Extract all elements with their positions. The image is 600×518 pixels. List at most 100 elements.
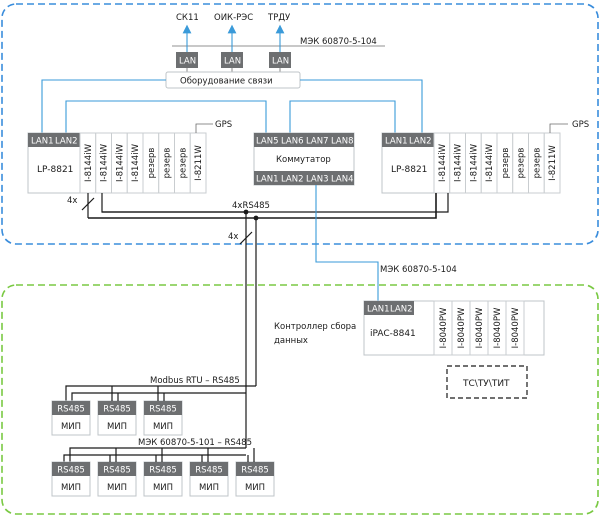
trdu-label: ТРДУ xyxy=(267,13,291,23)
mip-port-header xyxy=(98,401,136,415)
mip-port-header xyxy=(144,462,182,476)
rs485-bus-label: 4xRS485 xyxy=(232,201,270,211)
plc-left-lan1: LAN1 xyxy=(31,137,54,147)
ipac-modules: I-8040PW I-8040PW I-8040PW I-8040PW I-8040PW xyxy=(433,300,525,356)
protocol-mid-label: МЭК 60870-5-104 xyxy=(380,265,457,275)
module-label: I-8040PW xyxy=(493,307,503,348)
plc-right-gps: GPS xyxy=(572,120,589,130)
module-label: I-8040PW xyxy=(457,307,467,348)
link-left-plc-to-switch xyxy=(65,100,267,133)
mip-name-label: МИП xyxy=(153,422,173,432)
switch: LAN5 LAN6 LAN7 LAN8 Коммутатор LAN1 LAN2… xyxy=(253,132,355,186)
iec101-wire-b xyxy=(63,454,246,462)
iec101-wire-a xyxy=(69,447,246,462)
module-label: I-8144iW xyxy=(115,143,125,182)
module-label: резерв xyxy=(501,148,511,179)
lan-port-trdu: ТРДУ LAN xyxy=(267,13,291,68)
switch-port-lan4: LAN4 xyxy=(331,175,354,185)
plc-right-lan-header xyxy=(382,133,434,147)
module-label: I-8040PW xyxy=(511,307,521,348)
module-label: I-8040PW xyxy=(475,307,485,348)
link-switch-to-ipac xyxy=(315,185,379,301)
mip-name-label: МИП xyxy=(199,483,219,493)
switch-port-lan7: LAN7 xyxy=(306,137,329,147)
rs485-slash-down xyxy=(239,231,253,245)
switch-port-lan6: LAN6 xyxy=(281,137,304,147)
modbus-wire-b xyxy=(65,385,256,401)
oik-label: ОИК-РЭС xyxy=(214,13,253,23)
plc-left-gps: GPS xyxy=(215,120,232,130)
rs485-4x-left: 4x xyxy=(67,196,77,206)
mip-port-header xyxy=(190,462,228,476)
plc-left-lan-header xyxy=(28,133,80,147)
switch-port-lan2: LAN2 xyxy=(281,175,304,185)
rs485-bus-top xyxy=(102,193,449,213)
lan-label: LAN xyxy=(272,57,289,67)
mip-port-header xyxy=(52,462,90,476)
ipac-lan2: LAN2 xyxy=(390,305,413,315)
module-label: резерв xyxy=(532,148,542,179)
switch-port-lan5: LAN5 xyxy=(256,137,279,147)
module-label: I-8040PW xyxy=(439,307,449,348)
plc-left-gps-link xyxy=(195,123,213,133)
mip-port-header xyxy=(52,401,90,415)
link-comm-to-left-plc xyxy=(41,79,166,133)
module-label: резерв xyxy=(178,148,188,179)
module-slot xyxy=(505,300,525,356)
module-label: I-8211W xyxy=(548,145,558,181)
plc-right-lan2: LAN2 xyxy=(409,137,432,147)
module-label: I-8144iW xyxy=(485,143,495,182)
lan-label: LAN xyxy=(224,57,241,67)
link-comm-to-right-plc xyxy=(300,79,423,133)
module-slot xyxy=(543,132,561,194)
sk11-label: СК11 xyxy=(176,13,199,23)
iec101-label: МЭК 60870-5-101 – RS485 xyxy=(138,438,252,448)
link-right-plc-to-switch xyxy=(289,100,396,133)
mip-name-label: МИП xyxy=(107,422,127,432)
module-label: I-8144iW xyxy=(131,143,141,182)
lan-port-oik: ОИК-РЭС LAN xyxy=(214,13,253,68)
mip-port-header xyxy=(236,462,274,476)
mip-port-label: RS485 xyxy=(149,466,177,476)
switch-name: Коммутатор xyxy=(276,155,331,165)
switch-port-lan3: LAN3 xyxy=(306,175,329,185)
module-label: резерв xyxy=(163,148,173,179)
collector-label-line2: данных xyxy=(274,336,308,346)
mip-port-label: RS485 xyxy=(57,405,85,415)
mip-name-label: МИП xyxy=(245,483,265,493)
switch-port-lan8: LAN8 xyxy=(331,137,354,147)
tc-box xyxy=(446,365,528,399)
lan-port-sk11: СК11 LAN xyxy=(176,13,199,68)
mip-name-label: МИП xyxy=(61,483,81,493)
ipac-name: iPAC-8841 xyxy=(370,329,416,339)
mip-port-label: RS485 xyxy=(103,466,131,476)
lan-label: LAN xyxy=(179,57,196,67)
module-label: резерв xyxy=(147,148,157,179)
rs485-slash-left xyxy=(81,197,95,211)
mip-port-label: RS485 xyxy=(195,466,223,476)
switch-bottom-ports xyxy=(254,171,354,185)
plc-left-name: LP-8821 xyxy=(37,165,73,175)
protocol-top-label: МЭК 60870-5-104 xyxy=(300,37,377,47)
collector-label-line1: Контроллер сбора xyxy=(274,322,356,332)
module-label: I-8144iW xyxy=(469,143,479,182)
module-label: I-8211W xyxy=(194,145,204,181)
mip-port-header xyxy=(98,462,136,476)
rs485-bus-bottom xyxy=(88,193,437,219)
ipac-lan1: LAN1 xyxy=(367,305,390,315)
modbus-wire-a xyxy=(71,392,246,401)
mip-port-header xyxy=(144,401,182,415)
module-slot xyxy=(189,132,207,194)
mip-port-label: RS485 xyxy=(149,405,177,415)
